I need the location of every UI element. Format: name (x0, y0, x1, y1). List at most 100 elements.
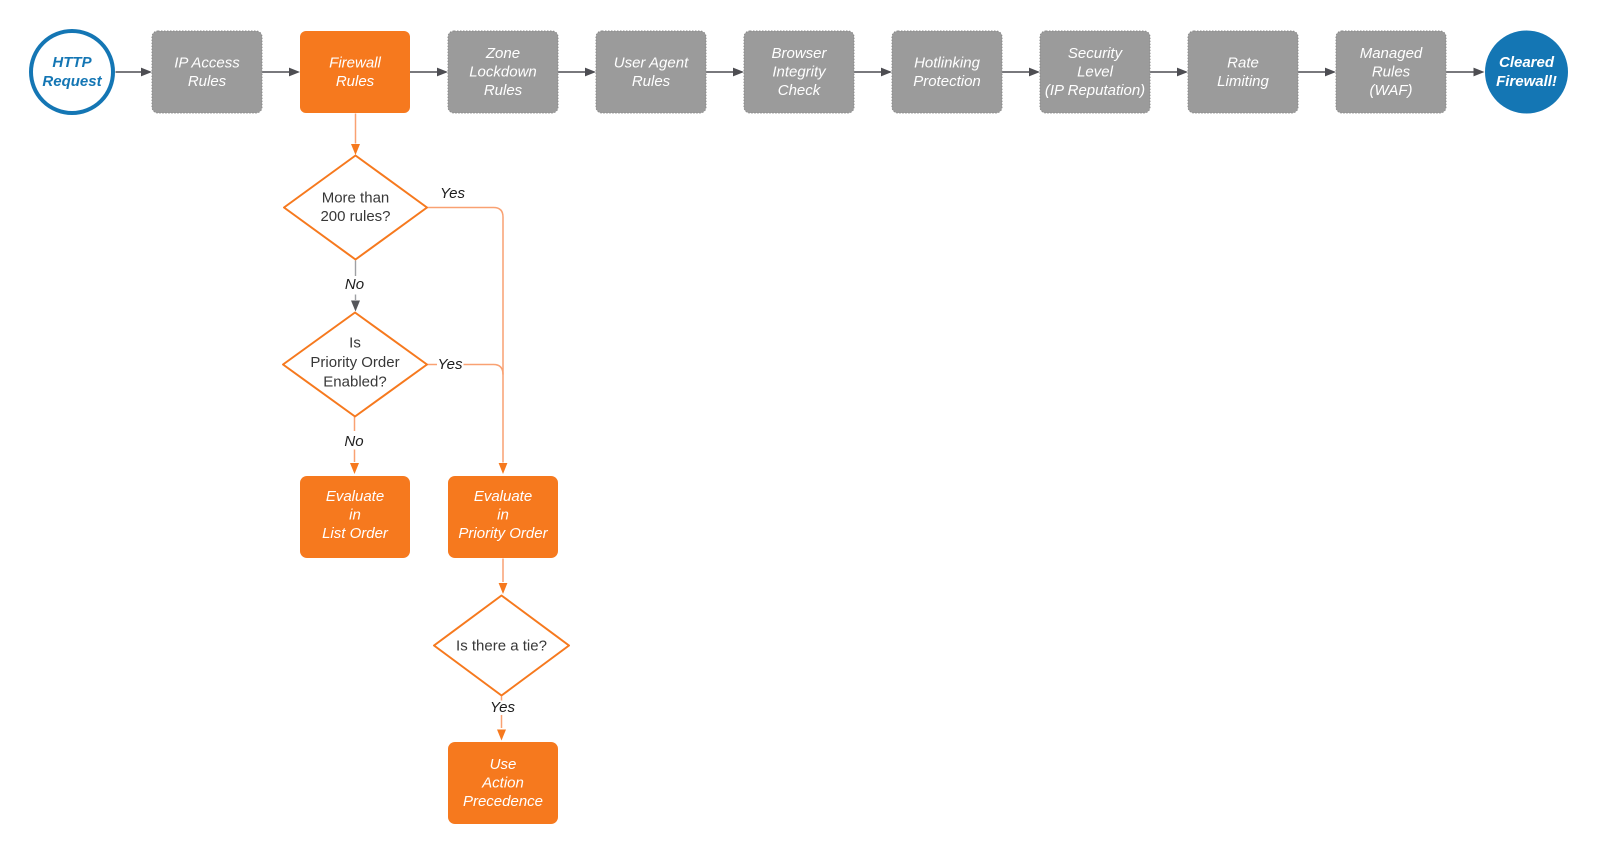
edge-label-d2-yes: Yes (437, 356, 463, 373)
decision-nodes: More than 200 rules? Is Priority Order E… (282, 154, 570, 824)
node-label-line: Request (42, 73, 102, 90)
stage-box-shape (1335, 30, 1447, 114)
node-label-line: in (349, 507, 361, 524)
arrowhead-down-icon (351, 144, 360, 155)
action-box-shape (448, 476, 558, 558)
node-ip-access-rules: IP Access Rules (151, 30, 263, 114)
arrowhead-right-icon (437, 67, 448, 77)
node-label-line: Is there a tie? (456, 638, 547, 655)
node-label-line: Evaluate (474, 488, 532, 505)
arrowhead-right-icon (585, 67, 596, 77)
edge-label-d1-no: No (345, 276, 364, 293)
node-label-line: in (497, 507, 509, 524)
pipeline-connectors (115, 67, 1485, 77)
action-box-shape (448, 742, 558, 824)
node-hotlinking-protection: Hotlinking Protection (891, 30, 1003, 114)
arrowhead-down-icon (497, 729, 506, 741)
arrowhead-right-icon (1029, 67, 1040, 77)
node-label-line: Is (349, 335, 361, 352)
decision-is-there-a-tie: Is there a tie? (433, 594, 570, 697)
stage-box-shape (300, 31, 410, 113)
pipeline-nodes: HTTP Request IP Access Rules Firewall Ru… (29, 29, 1568, 115)
stage-box-shape (1187, 30, 1299, 114)
node-label-line: Rate (1227, 55, 1259, 72)
diamond-shape (433, 594, 570, 697)
node-browser-integrity-check: Browser Integrity Check (743, 30, 855, 114)
action-evaluate-list-order: Evaluate in List Order (300, 476, 410, 558)
edge-label-d3-yes: Yes (490, 699, 516, 716)
start-circle-shape (29, 29, 115, 115)
edge-label-d1-yes: Yes (440, 185, 466, 202)
node-label-line: Enabled? (323, 374, 386, 391)
node-label-line: Rules (632, 73, 671, 90)
arrowhead-down-icon (498, 463, 508, 474)
node-security-level: Security Level (IP Reputation) (1039, 30, 1151, 114)
stage-box-shape (1039, 30, 1151, 114)
diamond-shape (282, 311, 428, 418)
node-label-line: Protection (913, 73, 981, 90)
node-label-line: List Order (322, 525, 389, 542)
arrowhead-right-icon (881, 67, 892, 77)
node-label-line: Firewall (329, 55, 381, 72)
arrowhead-right-icon (1325, 67, 1336, 77)
node-label-line: Lockdown (469, 64, 537, 81)
node-label-line: HTTP (52, 54, 92, 71)
node-label-line: Limiting (1217, 73, 1269, 90)
node-label-line: Priority Order (458, 525, 548, 542)
edge-label-d2-no: No (344, 433, 363, 450)
arrowhead-down-icon (498, 583, 508, 594)
action-evaluate-priority-order: Evaluate in Priority Order (448, 476, 558, 558)
node-label-line: (IP Reputation) (1045, 82, 1145, 99)
action-box-shape (300, 476, 410, 558)
end-circle-shape (1485, 30, 1568, 114)
node-zone-lockdown-rules: Zone Lockdown Rules (447, 30, 559, 114)
arrowhead-right-icon (1473, 67, 1485, 77)
node-firewall-rules: Firewall Rules (300, 31, 410, 113)
stage-box-shape (891, 30, 1003, 114)
node-label-line: 200 rules? (320, 208, 390, 225)
connector-d1-yes-to-evaluate-priority (427, 206, 504, 463)
arrowhead-down-icon (351, 300, 360, 312)
action-use-action-precedence: Use Action Precedence (448, 742, 558, 824)
arrowhead-right-icon (289, 67, 300, 77)
node-label-line: IP Access (174, 55, 240, 72)
node-label-line: Firewall! (1496, 73, 1557, 90)
node-label-line: User Agent (614, 55, 689, 72)
node-label-line: Hotlinking (914, 55, 981, 72)
node-label-line: Use (490, 756, 517, 773)
node-label-line: Precedence (463, 793, 543, 810)
node-label-line: (WAF) (1369, 82, 1412, 99)
node-label-line: More than (322, 190, 390, 207)
node-label-line: Rules (1372, 64, 1411, 81)
node-label-line: Rules (336, 73, 375, 90)
connector-d2-yes-merge (427, 363, 504, 375)
edge-labels: Yes No Yes No Yes (344, 185, 515, 716)
arrowhead-down-icon (350, 463, 359, 474)
decision-priority-order-enabled: Is Priority Order Enabled? (282, 311, 428, 418)
node-label-line: Security (1068, 45, 1124, 62)
node-label-line: Action (481, 775, 524, 792)
stage-box-shape (595, 30, 707, 114)
node-label-line: Cleared (1499, 54, 1555, 71)
node-label-line: Priority Order (310, 354, 399, 371)
arrowhead-right-icon (141, 67, 152, 77)
node-label-line: Browser (771, 45, 827, 62)
stage-box-shape (151, 30, 263, 114)
node-label-line: Rules (484, 82, 523, 99)
stage-box-shape (743, 30, 855, 114)
node-label-line: Evaluate (326, 488, 384, 505)
node-user-agent-rules: User Agent Rules (595, 30, 707, 114)
decision-connectors (350, 113, 508, 741)
node-label-line: Check (778, 82, 822, 99)
node-label-line: Level (1077, 64, 1114, 81)
arrowhead-right-icon (1177, 67, 1188, 77)
node-managed-rules-waf: Managed Rules (WAF) (1335, 30, 1447, 114)
node-label-line: Managed (1360, 45, 1423, 62)
node-label-line: Rules (188, 73, 227, 90)
node-cleared-firewall: Cleared Firewall! (1485, 30, 1568, 114)
arrowhead-right-icon (733, 67, 744, 77)
diamond-shape (283, 154, 428, 261)
node-label-line: Zone (485, 45, 520, 62)
node-http-request: HTTP Request (29, 29, 115, 115)
